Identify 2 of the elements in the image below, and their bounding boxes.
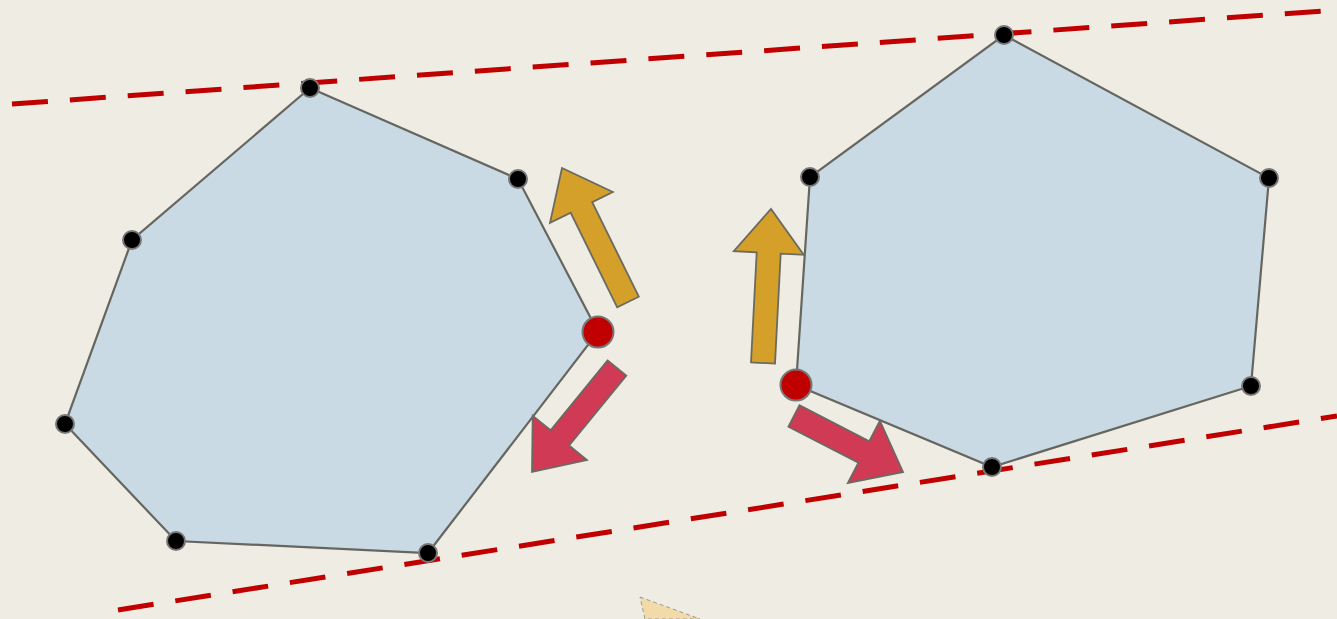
polygon-drawing <box>779 25 1279 477</box>
polygon-drawing <box>55 78 615 563</box>
